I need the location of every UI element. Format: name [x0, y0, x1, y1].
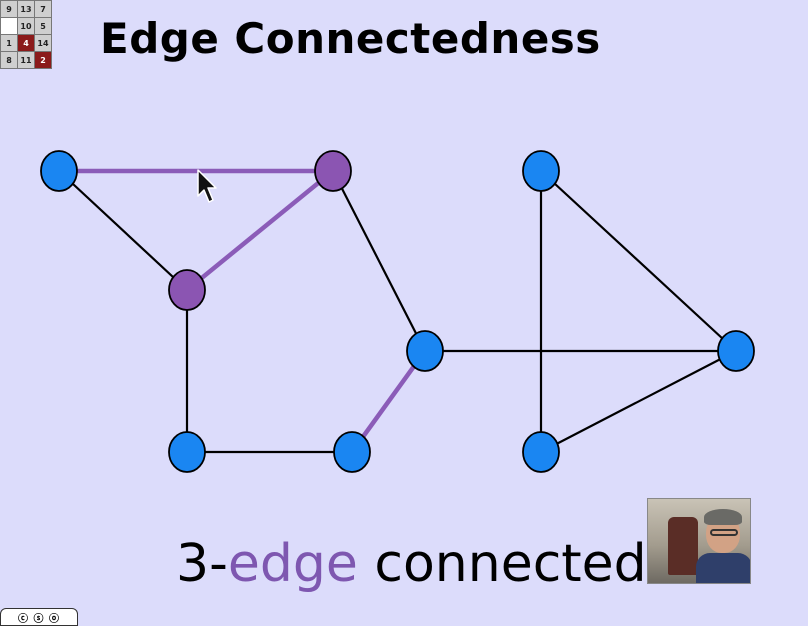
logo-cell: 13 [18, 1, 35, 18]
edges-layer [56, 168, 738, 455]
logo-cell: 14 [35, 35, 52, 52]
slide-title: Edge Connectedness [100, 14, 601, 63]
slide-caption: 3-edge connected [176, 534, 647, 594]
mouse-pointer-icon [197, 169, 217, 203]
logo-cell: 9 [1, 1, 18, 18]
caption-prefix: 3- [176, 534, 228, 594]
presenter-glasses [710, 529, 738, 536]
vertex-v5 [333, 431, 371, 473]
logo-cell: 10 [18, 18, 35, 35]
edge-v5-v6-highlighted [349, 348, 428, 455]
caption-suffix: connected [357, 534, 647, 594]
logo-cell: 8 [1, 52, 18, 69]
logo-cell: 2 [35, 52, 52, 69]
logo-cell: 4 [18, 35, 35, 52]
vertex-v8 [717, 330, 755, 372]
creative-commons-icon: ⓒ ⓢ ⓞ [0, 608, 78, 626]
presenter-hair [704, 509, 742, 525]
caption-accent-word: edge [227, 534, 358, 594]
vertex-v6 [406, 330, 444, 372]
presenter-shirt [696, 553, 750, 583]
vertex-v4 [168, 431, 206, 473]
logo-cell: 1 [1, 35, 18, 52]
presenter-webcam [647, 498, 751, 584]
edge-v2-v6 [331, 169, 427, 353]
vertex-v3-highlighted [168, 269, 206, 311]
logo-cell [1, 18, 18, 35]
webcam-chair [668, 517, 698, 575]
logo-cell: 11 [18, 52, 35, 69]
edge-v7-v8 [539, 169, 738, 353]
vertex-v1 [40, 150, 78, 192]
vertex-v9 [522, 431, 560, 473]
vertex-v2-highlighted [314, 150, 352, 192]
vertices-layer [40, 150, 755, 473]
edge-v1-v3 [57, 169, 189, 292]
edge-v2-v3-highlighted [184, 168, 336, 293]
vertex-v7 [522, 150, 560, 192]
edge-v8-v9 [539, 349, 738, 454]
logo-cell: 5 [35, 18, 52, 35]
logo-cell: 7 [35, 1, 52, 18]
